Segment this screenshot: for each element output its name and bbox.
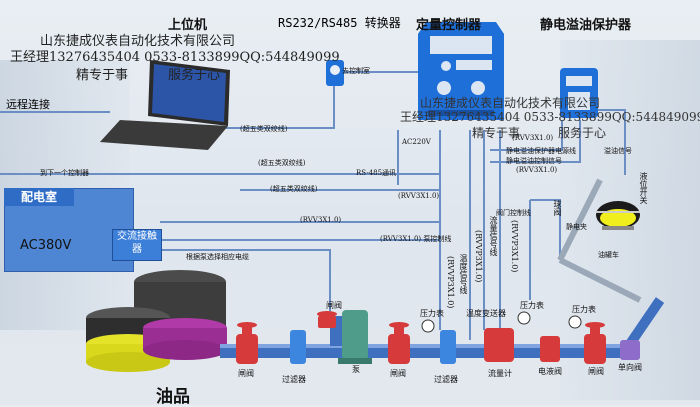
filter-label-2: 过滤器 [434,375,458,384]
watermark-contact-2: 王经理13276435404 0533-8133899QQ:544849099 [400,110,700,124]
valves [236,311,606,364]
protector-device [560,68,598,118]
temp-tx-label: 温度变送器 [466,309,506,318]
solenoid-label: 电液阀 [538,367,562,376]
rvv-label-4: (RVV3X1.0) [516,166,558,174]
valve-label-2: 闸阀 [390,369,406,378]
rvv-label-2: (RVV3X1.0) [300,216,342,224]
level-switch-label: 液位开关 [639,172,648,204]
rvv-label-3: (RVV3X1.0) [512,134,554,142]
converter-title: RS232/RS485 转换器 [278,16,401,30]
wire-pump-power [160,249,331,315]
watermark-slogan-a: 精专于事 [76,68,129,83]
converter-device [326,60,344,86]
watermark-slogan-2b: 服务于心 [558,126,607,140]
power-room-title: 配电室 [4,188,74,206]
controller-device [418,22,504,120]
check-valve-shape [620,340,640,360]
static-pwr-label: 静电溢油保护器电源线 [506,147,576,155]
laptop [100,60,230,150]
loading-arm [557,178,642,303]
pump-ctrl-label: (RVV3X1.0) 泵控制线 [380,235,452,243]
watermark-slogan-b: 服务于心 [168,68,221,83]
controller-title: 定量控制器 [416,18,482,33]
cat5-label-1: (超五类双绞线) [240,125,288,133]
flowmeter-label: 流量计 [488,369,512,378]
contactor-box: 交流接触器 [112,229,162,261]
watermark-company-2: 山东捷成仪表自动化技术有限公司 [420,96,601,110]
rvvp-label-2: (RVVP3X1.0) [446,256,455,309]
valve-label-1: 闸阀 [238,369,254,378]
temp-sig-label: 温度信号线 [459,254,468,294]
filter-label-1: 过滤器 [282,375,306,384]
static-clip-label: 静电夹 [566,223,587,231]
gate-valve-top-label: 闸阀 [326,301,342,310]
pressure-label-1: 压力表 [420,309,444,318]
ac220-label: AC220V [402,138,431,146]
wire-static-sig [490,120,581,163]
static-sig-label: 静电溢油控制信号 [506,157,562,165]
valve-ctrl-label: 阀门控制线 [496,209,531,217]
wire-static-clip [530,199,561,260]
protector-title: 静电溢油保护器 [540,18,632,33]
tank-car [596,201,640,230]
watermark-company: 山东捷成仪表自动化技术有限公司 [40,34,236,49]
flow-sig-label: 流量信号线 [489,216,498,256]
valve-label-3: 闸阀 [588,367,604,376]
rvv-label-1: (RVV3X1.0) [398,192,440,200]
main-pipe [220,297,665,358]
oil-tanks [86,270,227,372]
to-control-label: 去控制室 [342,67,370,75]
pump-select-label: 根据泵选择相应电缆 [186,253,249,261]
wire-host-converter [210,86,335,129]
pump [338,310,372,364]
overflow-sig-label: 溢油信号 [604,147,632,155]
host-title: 上位机 [168,18,208,33]
rvvp-label-1: (RVVP3X1.0) [474,230,483,283]
remote-label: 远程连接 [6,98,50,111]
to-next-label: 到下一个控制器 [40,169,89,177]
pressure-label-2: 压力表 [520,301,544,310]
gauges [421,311,582,333]
watermark-slogan-2a: 精专于事 [472,126,521,140]
oil-label: 油品 [156,387,190,407]
wire-overflow [598,109,626,175]
cat5-label-2: (超五类双绞线) [258,159,306,167]
rvvp-label-3: (RVVP3X1.0) [510,220,519,273]
check-valve-label: 单向阀 [618,363,642,372]
watermark-contact: 王经理13276435404 0533-8133899QQ:544849099 [10,50,340,65]
wire-static-pwr [490,120,563,151]
cat5-label-3: (超五类双绞线) [270,185,318,193]
rs485-label: RS-485通讯 [356,169,397,177]
ac380-label: AC380V [20,238,72,253]
pressure-label-3: 压力表 [572,305,596,314]
wiring [0,60,626,340]
pump-label: 泵 [352,365,360,374]
ball-valve-label: 球阀 [553,200,562,216]
filters [290,330,456,364]
tank-car-label: 油罐车 [598,251,619,259]
